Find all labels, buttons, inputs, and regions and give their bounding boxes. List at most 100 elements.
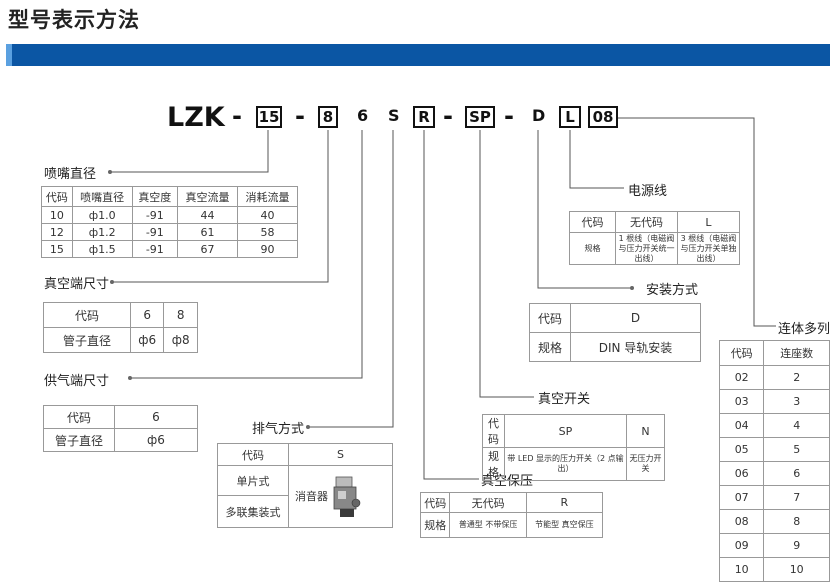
table-header: 代码 [41,186,73,207]
supply-port-label: 供气端尺寸 [44,374,110,389]
table-cell: 90 [236,240,299,258]
table-cell: 无压力开关 [626,447,665,481]
mounting-table: 代码 D 规格 DIN 导轨安装 [529,303,701,362]
silencer-icon [333,476,360,517]
model-mounting-code: D [532,106,546,125]
model-exhaust-code: S [388,106,400,125]
vacuum-port-label: 真空端尺寸 [44,277,110,292]
table-cell: 06 [718,461,765,486]
table-header: 无代码 [449,492,527,513]
table-cell: 规格 [482,447,505,481]
table-cell: 8 [163,302,198,328]
table-cell: D [570,303,701,333]
table-header: 代码 [217,443,289,466]
table-cell: 44 [176,206,238,224]
power-line-table: 代码 无代码 L 规格 1 根线（电磁阀与压力开关统一出线） 3 根线（电磁阀与… [569,211,740,265]
table-cell: 带 LED 显示的压力开关（2 点输出） [503,447,628,481]
silencer-label: 消音器 [295,489,328,503]
table-cell: 普通型 不带保压 [449,512,527,538]
table-cell: 6 [763,461,830,486]
mounting-label: 安装方式 [646,283,699,298]
header-bar-accent [6,44,12,66]
model-nozzle-code: 15 [256,106,282,128]
table-cell: 7 [763,485,830,510]
table-header: S [288,443,393,466]
table-cell: ф6 [114,428,198,452]
table-cell: -91 [131,240,178,258]
table-header: 真空度 [131,186,178,207]
table-header: 喷嘴直径 [71,186,133,207]
supply-port-table: 代码 6 管子直径 ф6 [43,405,198,452]
nozzle-table: 代码 喷嘴直径 真空度 真空流量 消耗流量 10 ф1.0 -91 44 40 … [41,186,299,258]
table-header: N [626,414,665,448]
table-cell: 规格 [569,232,616,265]
header-bar [6,44,830,66]
connector-dot [306,425,310,429]
table-header: L [677,211,740,233]
table-cell: 规格 [419,512,451,538]
table-cell: 10 [41,206,73,224]
vacuum-switch-table: 代码 SP N 规格 带 LED 显示的压力开关（2 点输出） 无压力开关 [482,414,665,481]
vacuum-hold-table: 代码 无代码 R 规格 普通型 不带保压 节能型 真空保压 [419,492,604,538]
model-power-line-code: L [559,106,581,128]
table-cell: 6 [129,302,165,328]
model-stations-code: 08 [588,106,618,128]
model-supply-port-code: 6 [357,106,369,125]
table-cell: 12 [41,223,73,241]
table-cell: -91 [131,206,178,224]
model-dash: - [504,102,514,130]
table-header: 代码 [569,211,616,233]
table-cell: 9 [763,533,830,558]
table-cell: 代码 [529,303,571,333]
table-cell: 4 [763,413,830,438]
table-cell: 10 [718,557,765,582]
table-cell: 管子直径 [43,327,131,353]
table-cell: 8 [763,509,830,534]
silencer-cell: 消音器 [288,465,393,528]
table-cell: 6 [114,405,198,429]
table-cell: 03 [718,389,765,414]
table-header: 无代码 [615,211,678,233]
connector-dot [128,376,132,380]
table-cell: ф6 [129,327,165,353]
page-title: 型号表示方法 [8,8,140,32]
model-vacuum-hold-code: R [413,106,435,128]
table-cell: 67 [176,240,238,258]
vacuum-switch-label: 真空开关 [538,392,591,407]
table-cell: ф1.0 [71,206,133,224]
table-cell: 07 [718,485,765,510]
table-cell: 代码 [43,405,115,429]
connector-dot [630,286,634,290]
table-header: 消耗流量 [236,186,299,207]
exhaust-label: 排气方式 [252,422,305,437]
table-cell: 2 [763,365,830,390]
table-cell: ф1.5 [71,240,133,258]
table-cell: 管子直径 [43,428,115,452]
nozzle-label: 喷嘴直径 [44,167,97,182]
table-cell: -91 [131,223,178,241]
table-cell: 单片式 [217,465,289,496]
table-cell: 3 根线（电磁阀与压力开关单独出线） [677,232,740,265]
model-vacuum-switch-code: SP [465,106,495,128]
table-cell: 05 [718,437,765,462]
table-header: R [525,492,604,513]
stations-label: 连体多列 [778,322,831,337]
model-vacuum-port-code: 8 [318,106,338,128]
table-header: 真空流量 [176,186,238,207]
table-cell: 08 [718,509,765,534]
table-cell: 规格 [529,332,571,362]
table-cell: 58 [236,223,299,241]
table-cell: 09 [718,533,765,558]
connector-dot [108,170,112,174]
table-cell: ф8 [163,327,198,353]
model-dash: - [443,102,453,130]
table-cell: 04 [718,413,765,438]
table-cell: 3 [763,389,830,414]
vacuum-port-table: 代码 6 8 管子直径 ф6 ф8 [43,302,198,353]
table-cell: 节能型 真空保压 [525,512,604,538]
table-cell: 5 [763,437,830,462]
model-prefix: LZK [167,102,225,133]
table-cell: 15 [41,240,73,258]
